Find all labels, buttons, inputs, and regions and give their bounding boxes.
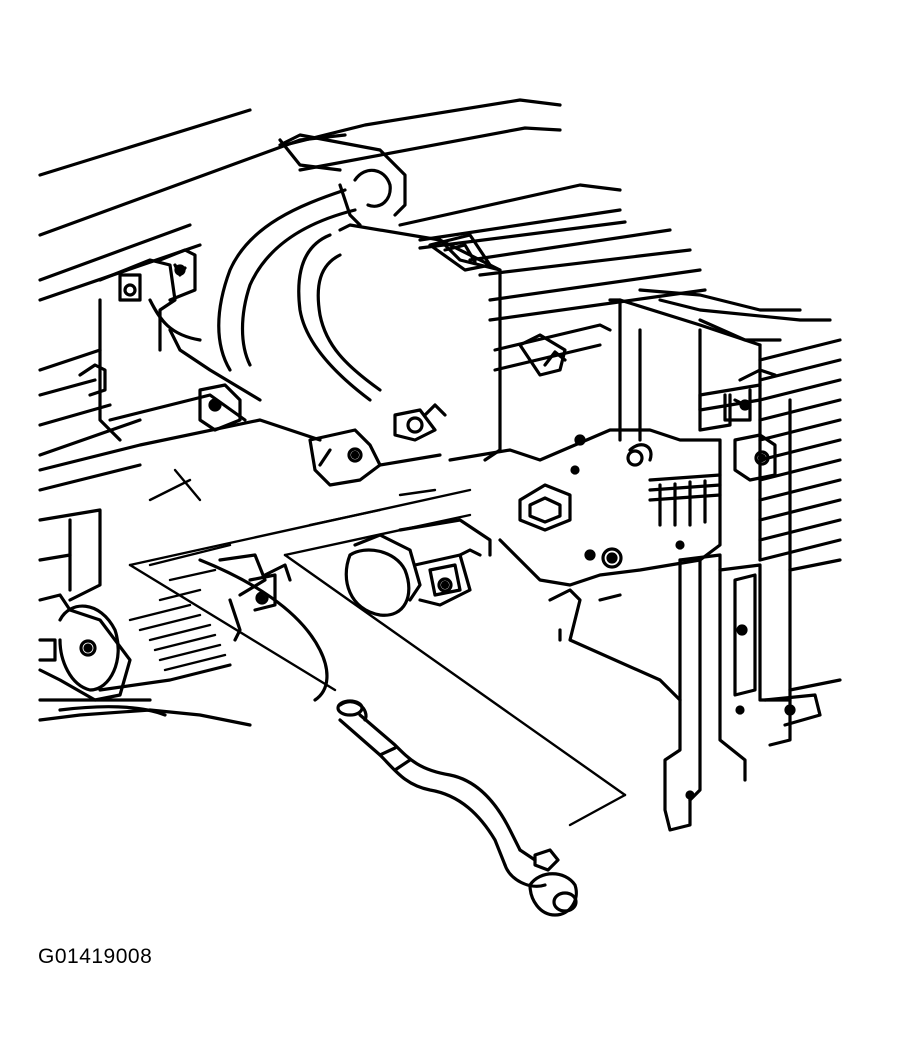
center-housing (338, 223, 612, 462)
exploded-view-guide-lines (128, 468, 627, 827)
coolant-hose-upper (217, 188, 382, 402)
lower-center-mount (344, 518, 492, 617)
upper-frame-rails (38, 98, 707, 457)
vertical-mount-bracket (663, 553, 822, 832)
lower-left-panels (38, 418, 322, 727)
radiator-support (608, 288, 842, 702)
lower-curved-panel (198, 553, 329, 702)
middle-mount (308, 403, 447, 487)
removed-coolant-pipe (336, 699, 578, 917)
lower-left-hatching (128, 543, 232, 672)
left-frame-brackets (78, 248, 262, 442)
top-mount-bracket (278, 133, 407, 227)
figure-id-label: G01419008 (38, 945, 153, 968)
upper-right-brackets (698, 368, 777, 482)
bracket-plate (448, 428, 722, 587)
lower-right-panel (548, 588, 682, 702)
